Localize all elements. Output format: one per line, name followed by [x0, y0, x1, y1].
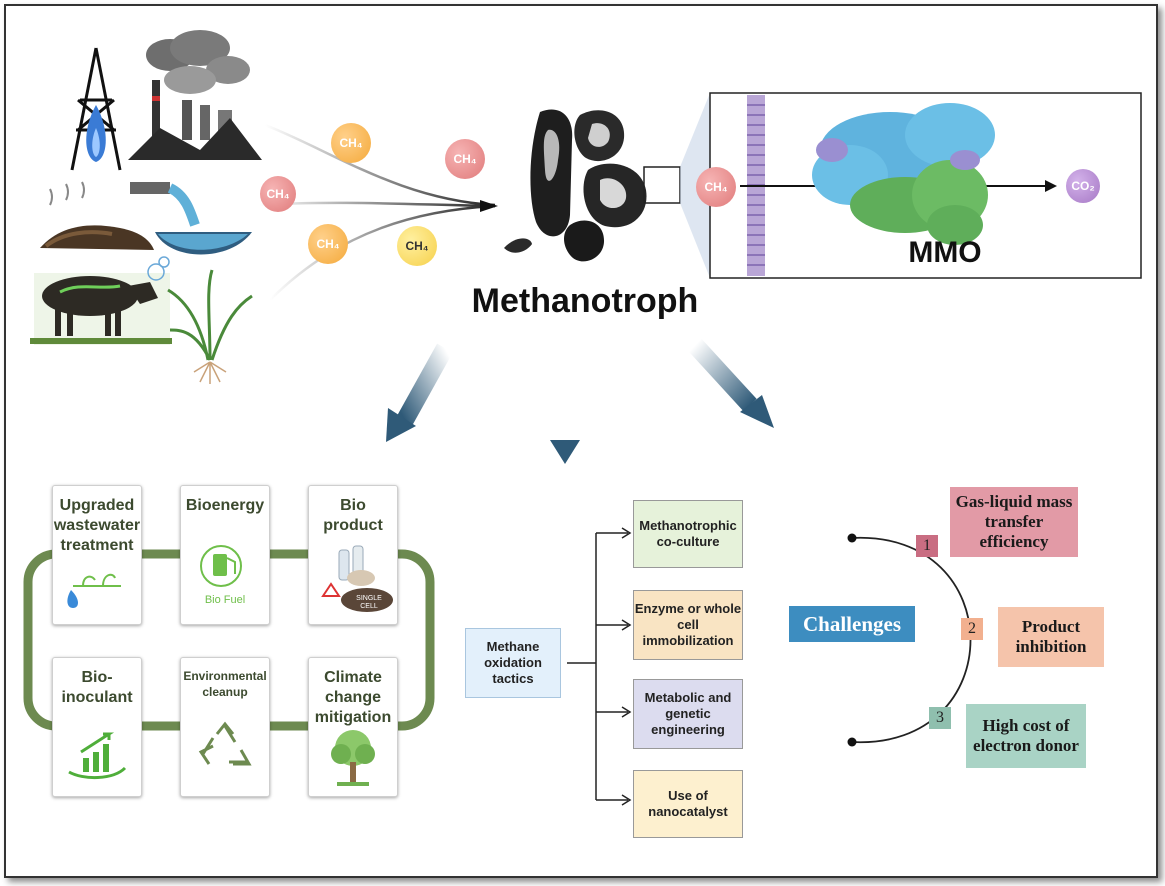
biofuel-text: Bio Fuel — [204, 594, 246, 606]
tactics-root: Methane oxidation tactics — [465, 628, 561, 698]
ch4-molecule-1: CH₄ — [331, 123, 371, 163]
recycle-icon — [198, 721, 252, 766]
wastewater-outfall-icon — [130, 182, 252, 255]
card-label: Environmental cleanup — [183, 669, 267, 699]
zoom-box — [643, 166, 681, 204]
tactic-nanocatalyst: Use of nanocatalyst — [633, 770, 743, 838]
mmo-label: MMO — [908, 236, 982, 269]
ch4-molecule-5: CH₄ — [397, 226, 437, 266]
water-drop-plant-icon — [67, 573, 121, 608]
methanotroph-cells-image — [504, 109, 647, 262]
card-bioinoculant: Bio-inoculant — [52, 657, 142, 797]
co2-molecule: CO₂ — [1066, 169, 1100, 203]
challenge-mass-transfer: Gas-liquid mass transfer efficiency — [950, 487, 1078, 557]
single-cell-text: SINGLE CELL — [356, 595, 382, 610]
challenge-product-inhibition: Product inhibition — [998, 607, 1104, 667]
arrow-to-tactics — [550, 340, 580, 464]
ch4-label: CH₄ — [339, 136, 363, 150]
card-label: Bio product — [323, 497, 383, 534]
ch4-molecule-2: CH₄ — [445, 139, 485, 179]
ch4-label: CH₄ — [266, 187, 290, 201]
card-bioproduct: Bio product SINGLE CELL — [308, 485, 398, 625]
ch4-label: CH₄ — [453, 152, 477, 166]
tactic-coculture: Methanotrophic co-culture — [633, 500, 743, 568]
ch4-label: CH₄ — [316, 237, 340, 251]
cow-icon — [30, 256, 172, 345]
tactics-connectors — [567, 527, 632, 806]
tactic-immobilization: Enzyme or whole cell immobilization — [633, 590, 743, 660]
challenges-title: Challenges — [789, 606, 915, 642]
tactic-engineering: Metabolic and genetic engineering — [633, 679, 743, 749]
oil-rig-icon — [70, 47, 122, 171]
growth-chart-icon — [68, 732, 127, 779]
card-wastewater: Upgraded wastewater treatment — [52, 485, 142, 625]
challenges-arc — [847, 533, 972, 747]
card-environmental-cleanup: Environmental cleanup — [180, 657, 270, 797]
rice-plant-icon — [167, 269, 253, 384]
biofuel-pump-icon — [200, 545, 242, 587]
bottles-icon — [321, 545, 393, 612]
mmo-protein-structure — [812, 103, 995, 245]
card-label: Bio-inoculant — [61, 669, 133, 706]
ch4-molecule-3: CH₄ — [260, 176, 296, 212]
co2-label: CO₂ — [1071, 179, 1095, 193]
factory-icon — [128, 30, 262, 160]
arrow-to-applications — [386, 343, 453, 442]
ch4-label: CH₄ — [704, 180, 728, 194]
card-bioenergy: Bioenergy Bio Fuel — [180, 485, 270, 625]
card-climate-mitigation: Climate change mitigation — [308, 657, 398, 797]
challenge-number-1: 1 — [916, 535, 938, 557]
challenge-number-2: 2 — [961, 618, 983, 640]
challenge-number-3: 3 — [929, 707, 951, 729]
card-label: Bioenergy — [185, 497, 265, 514]
ch4-molecule-mmo: CH₄ — [696, 167, 736, 207]
challenge-electron-donor: High cost of electron donor — [966, 704, 1086, 768]
card-label: Upgraded wastewater treatment — [53, 497, 141, 554]
arrow-to-challenges — [688, 338, 774, 428]
ch4-molecule-4: CH₄ — [308, 224, 348, 264]
ch4-label: CH₄ — [405, 239, 429, 253]
zoom-projection — [680, 93, 710, 278]
methanotroph-title: Methanotroph — [471, 282, 699, 320]
card-label: Climate change mitigation — [314, 669, 392, 726]
tree-icon — [331, 730, 375, 786]
landfill-icon — [40, 181, 154, 250]
